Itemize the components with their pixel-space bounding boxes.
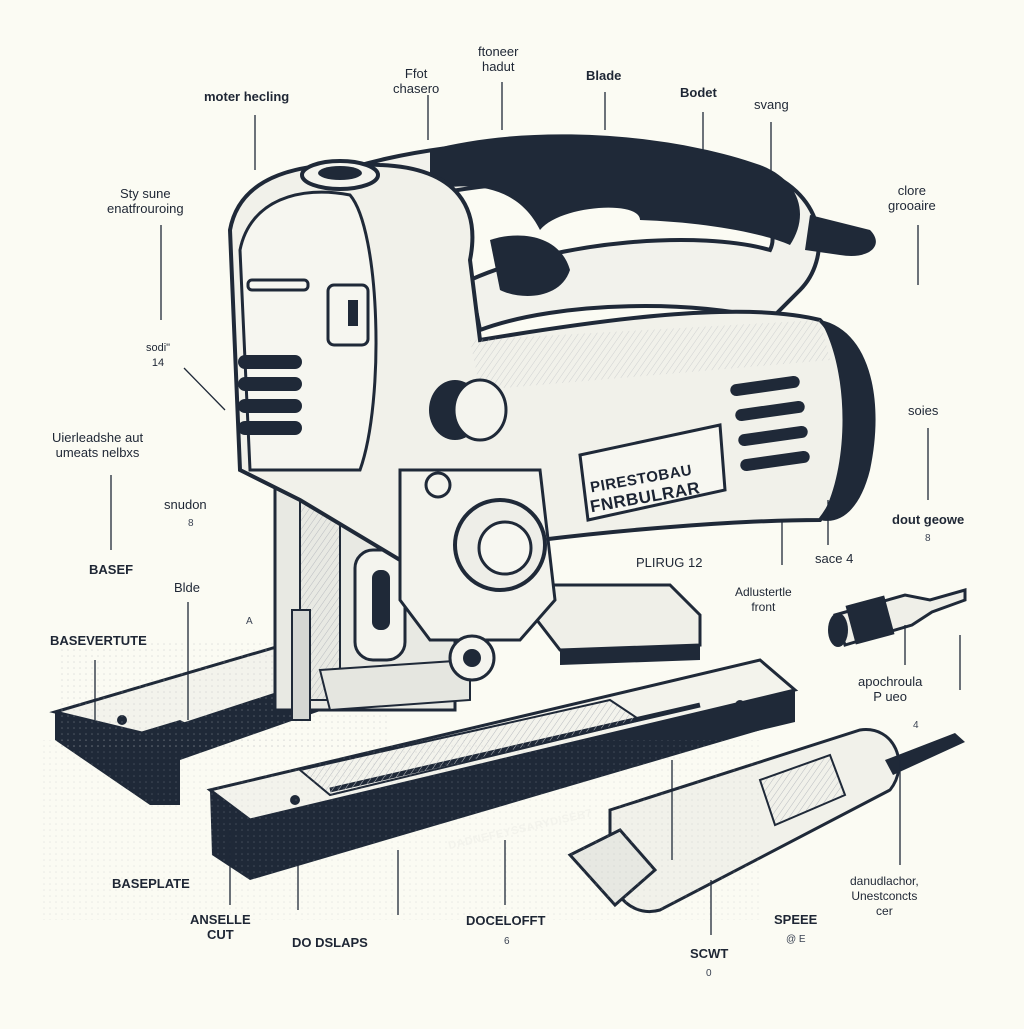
label-sodi: sodi" 14	[146, 342, 171, 369]
label-bodet: Bodet	[680, 85, 717, 100]
label-speee: SPEEE	[774, 912, 818, 927]
label-top-upper: ftoneer hadut	[478, 44, 519, 74]
name-plate	[578, 423, 727, 522]
ground-shadow	[40, 740, 760, 920]
back-rail	[506, 583, 702, 665]
label-svang: svang	[754, 97, 789, 112]
label-danudlachor: danudlachor, Unestconcts cer	[850, 874, 919, 918]
label-sole: soies	[908, 403, 939, 418]
label-motor-housing: moter hecling	[204, 89, 290, 104]
label-clore-groove: clore grooaire	[888, 183, 936, 213]
label-speee-sub: @ E	[786, 934, 806, 945]
label-anselle-cut: ANSELLE CUT	[190, 912, 251, 942]
label-blade-top: Blade	[586, 68, 622, 83]
leader-lines	[94, 82, 961, 935]
label-sace: sace 4	[815, 551, 854, 566]
label-basef: BASEF	[89, 562, 134, 577]
label-dout-geowe: dout geowe	[892, 512, 965, 527]
label-dout-num: 8	[925, 533, 931, 544]
adjustment-knob-accessory	[828, 588, 967, 647]
label-adjustable-front: Adlustertle front	[735, 585, 792, 614]
label-basevertute: BASEVERTUTE	[50, 633, 147, 648]
label-scwt-num: 0	[706, 968, 712, 979]
label-pririg: PLIRUG 12	[636, 555, 703, 570]
label-a-mark: A	[246, 616, 253, 627]
label-blde: Blde	[174, 580, 201, 595]
label-baseplate: BASEPLATE	[112, 876, 190, 891]
label-snudon-num: 8	[188, 518, 194, 529]
label-style-speed: Sty sune enatfrouroing	[107, 186, 184, 216]
label-four-mark: 4	[913, 720, 919, 731]
label-scwt: SCWT	[690, 946, 729, 961]
label-doceloft-num: 6	[504, 936, 510, 947]
label-upper-left-desc: Uierleadshe aut umeats nelbxs	[52, 430, 144, 460]
label-do-dslaps: DO DSLAPS	[292, 935, 368, 950]
label-doceloft: DOCELOFFT	[466, 913, 546, 928]
label-apochrou: apochroula P ueo	[858, 674, 923, 704]
label-snudon: snudon	[164, 497, 207, 512]
label-top-center: Ffot chasero	[393, 66, 440, 96]
